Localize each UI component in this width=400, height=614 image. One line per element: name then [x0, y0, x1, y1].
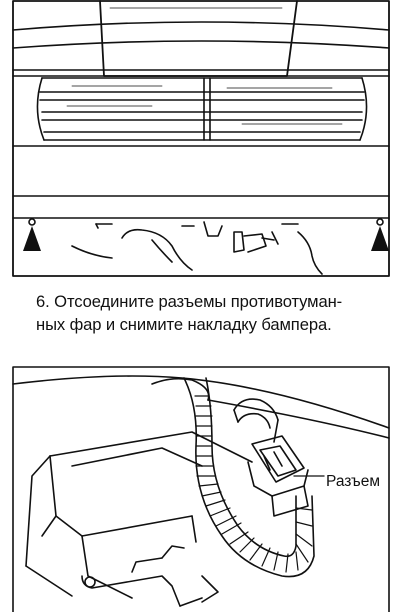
bumper-front-drawing [12, 0, 390, 277]
fastener-marker-left-icon [23, 226, 41, 251]
step-instruction-line-1: 6. Отсоедините разъемы противотуман- [36, 292, 343, 311]
fastener-marker-right-icon [371, 226, 389, 251]
step-instruction-line-2: ных фар и снимите накладку бампера. [36, 315, 332, 334]
connector-callout-label: Разъем [325, 473, 382, 491]
fog-lamp-connector-illustration [12, 366, 390, 612]
connector-detail-drawing [12, 366, 390, 612]
step-instruction: 6. Отсоедините разъемы противотуман- ных… [36, 290, 396, 336]
bumper-front-illustration [12, 0, 390, 278]
